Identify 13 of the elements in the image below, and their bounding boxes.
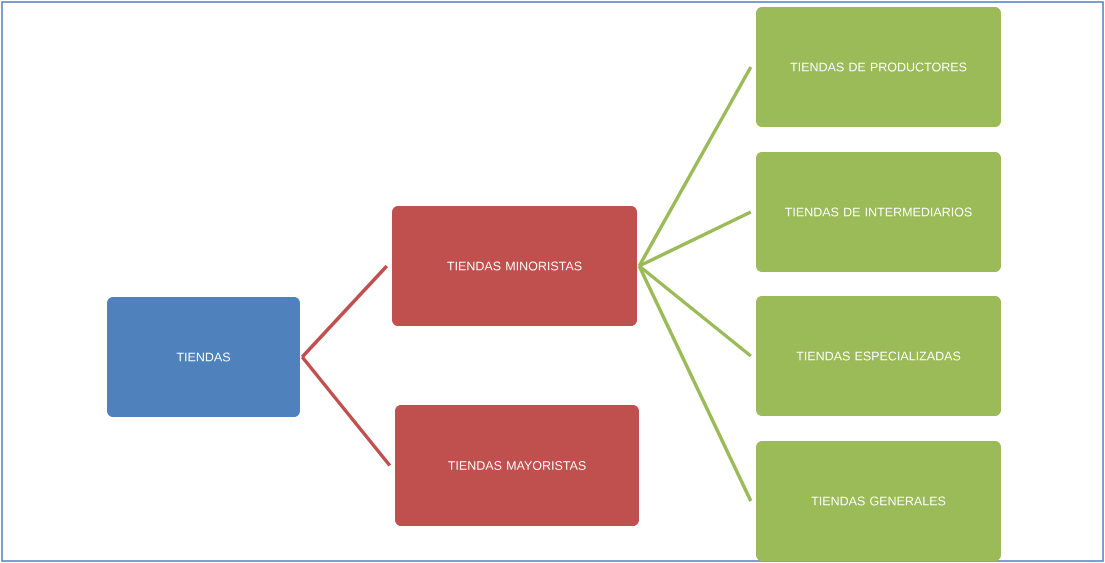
process-box: TIENDAS MINORISTAS [392,206,637,326]
connector-line [300,355,392,467]
process-box: TIENDAS DE INTERMEDIARIOS [756,152,1001,272]
process-box: TIENDAS DE PRODUCTORES [756,7,1001,127]
connector-line [637,265,753,502]
process-box: TIENDAS MAYORISTAS [395,405,639,526]
process-box: TIENDAS [107,297,300,417]
connector-line [638,264,752,358]
connector-line [638,210,752,268]
process-box: TIENDAS ESPECIALIZADAS [756,296,1001,416]
process-box: TIENDAS GENERALES [756,441,1001,561]
connector-line [300,264,389,359]
connector-line [637,66,753,267]
